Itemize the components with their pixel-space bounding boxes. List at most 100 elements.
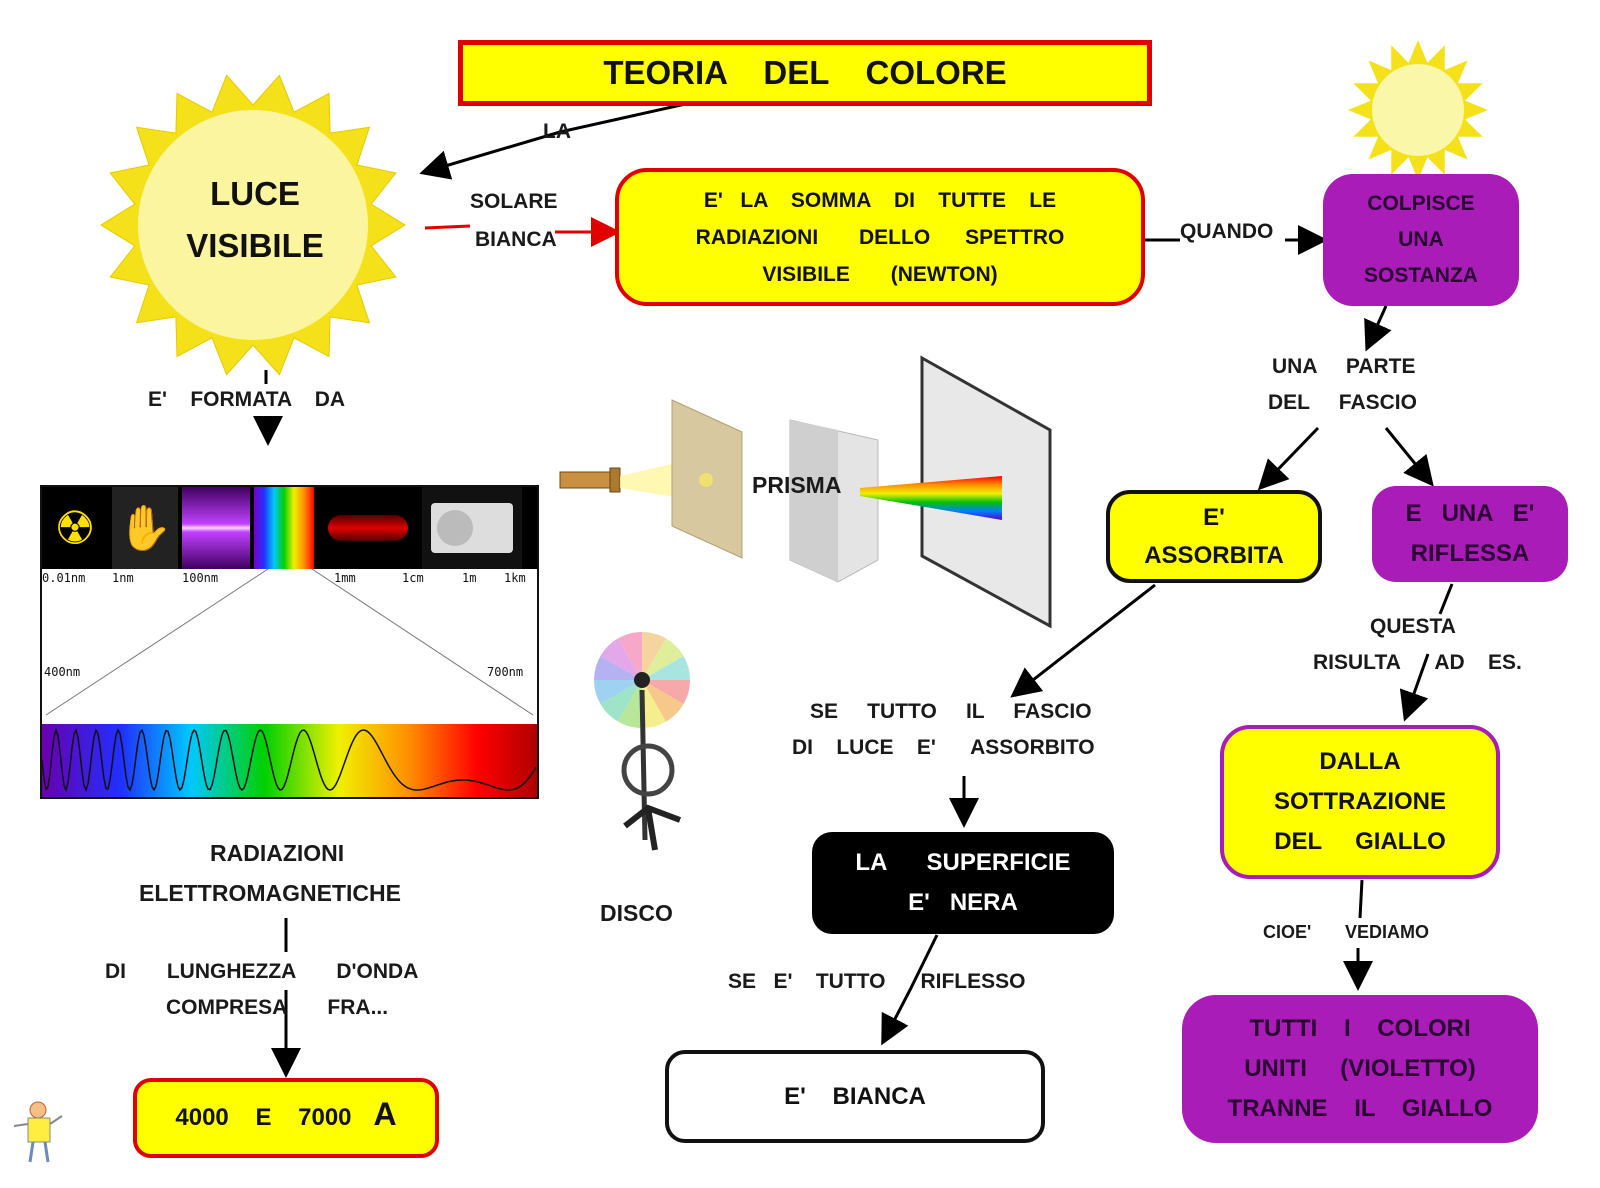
- label-la: LA: [543, 120, 571, 143]
- box-colpisce-line2: UNA: [1398, 228, 1444, 251]
- disc-sector: [618, 632, 642, 680]
- em-icons-row: ☢ ✋: [42, 487, 537, 569]
- small-sun-icon: [1348, 40, 1488, 180]
- disc-sector: [642, 680, 690, 704]
- zoom-lines: [45, 568, 534, 716]
- disc-sector: [642, 680, 666, 728]
- box-bianca: E' BIANCA: [665, 1050, 1045, 1143]
- disc-sector: [642, 680, 684, 722]
- label-questa: QUESTA: [1370, 615, 1456, 638]
- box-riflessa: E UNA E' RIFLESSA: [1372, 486, 1568, 582]
- disc-sector: [642, 632, 666, 680]
- em-tick-label: 1mm: [334, 571, 356, 585]
- radio-icon: [422, 487, 522, 569]
- box-sottrazione: DALLA SOTTRAZIONE DEL GIALLO: [1220, 725, 1500, 879]
- box-superficie: LA SUPERFICIE E' NERA: [812, 832, 1114, 934]
- arrow-to-bianca: [881, 934, 939, 1046]
- disc-sector: [600, 680, 642, 722]
- visible-spectrum-strip: [42, 724, 537, 797]
- em-tick-label: 100nm: [182, 571, 219, 585]
- xray-hand-icon: ✋: [112, 487, 178, 569]
- color-disc-icon: [594, 632, 690, 851]
- arrow-colpisce-down: [1364, 305, 1392, 352]
- em-tick-label: 1cm: [402, 571, 424, 585]
- mascot-icon: [13, 1101, 63, 1163]
- box-bianca-text: E' BIANCA: [784, 1082, 926, 1110]
- diagram-title-text: TEORIA DEL COLORE: [603, 54, 1007, 91]
- box-riflessa-line2: RIFLESSA: [1410, 540, 1530, 567]
- prism-icon: [789, 419, 879, 583]
- infrared-icon: [318, 487, 418, 569]
- label-vediamo: VEDIAMO: [1345, 922, 1430, 942]
- box-colpisce-line1: COLPISCE: [1367, 192, 1475, 215]
- disc-sector: [642, 656, 690, 680]
- box-assorbita-line2: ASSORBITA: [1144, 541, 1284, 569]
- label-una-parte: UNA PARTE: [1272, 355, 1416, 378]
- box-assorbita: E' ASSORBITA: [1106, 490, 1322, 583]
- label-bianca: BIANCA: [475, 228, 557, 251]
- label-disco: DISCO: [600, 900, 673, 926]
- em-tick-label: 1nm: [112, 571, 134, 585]
- label-lunghezza-2: COMPRESA FRA...: [166, 996, 389, 1019]
- sun-label-line1: LUCE: [210, 175, 300, 212]
- disc-sector: [618, 680, 642, 728]
- box-tutti-line2: UNITI (VIOLETTO): [1244, 1055, 1476, 1082]
- disc-sector: [594, 656, 642, 680]
- box-colpisce-line3: SOSTANZA: [1364, 264, 1478, 287]
- label-solare: SOLARE: [470, 190, 558, 213]
- label-400nm: 400nm: [44, 665, 81, 679]
- disc-sector: [600, 638, 642, 680]
- label-risulta: RISULTA AD ES.: [1313, 651, 1522, 674]
- visible-band-icon: [254, 487, 314, 569]
- label-prisma: PRISMA: [752, 472, 842, 498]
- label-radiazioni-1: RADIAZIONI: [210, 840, 345, 866]
- label-del-fascio: DEL FASCIO: [1268, 391, 1417, 414]
- slit-card-icon: [671, 399, 743, 559]
- label-se-tutto-2: DI LUCE E' ASSORBITO: [792, 736, 1095, 759]
- box-tutti: TUTTI I COLORI UNITI (VIOLETTO) TRANNE I…: [1182, 995, 1538, 1143]
- box-range: 4000 E 7000 A: [133, 1078, 439, 1158]
- sun-icon: [100, 74, 406, 376]
- em-spectrum-panel: ☢ ✋ 0.01nm 1nm 100nm 1mm 1cm 1m 1km 400nm 700n…: [40, 485, 539, 799]
- disc-sector: [594, 680, 642, 704]
- arrow-to-sottrazione: [1406, 583, 1454, 716]
- em-tick-label: 1m: [462, 571, 477, 585]
- arrow-to-se-tutto: [1010, 583, 1156, 698]
- em-tick-label: 0.01nm: [42, 571, 86, 585]
- box-sottrazione-line3: DEL GIALLO: [1274, 828, 1446, 855]
- arrow-la: [419, 101, 691, 180]
- arrow-to-riflessa: [1384, 427, 1434, 487]
- diagram-title: TEORIA DEL COLORE: [458, 40, 1152, 106]
- flashlight-icon: [559, 462, 680, 498]
- box-somma-line3: VISIBILE (NEWTON): [762, 262, 998, 286]
- arrow-to-tutti: [1358, 879, 1362, 985]
- box-assorbita-line1: E': [1203, 503, 1225, 531]
- label-cioe: CIOE': [1263, 922, 1312, 942]
- arrow-to-assorbita: [1257, 426, 1320, 491]
- disc-sector: [642, 638, 684, 680]
- box-superficie-line2: E' NERA: [908, 889, 1018, 916]
- sun-label-line2: VISIBILE: [186, 227, 324, 264]
- label-700nm: 700nm: [487, 665, 524, 679]
- em-tick-label: 1km: [504, 571, 526, 585]
- label-lunghezza-1: DI LUNGHEZZA D'ONDA: [105, 960, 419, 983]
- label-se-riflesso: SE E' TUTTO RIFLESSO: [728, 970, 1026, 993]
- box-sottrazione-line2: SOTTRAZIONE: [1274, 788, 1446, 815]
- arrow-solare-bianca: [424, 226, 615, 232]
- box-tutti-line3: TRANNE IL GIALLO: [1227, 1095, 1493, 1122]
- box-tutti-line1: TUTTI I COLORI: [1249, 1015, 1471, 1042]
- uv-light-icon: [182, 487, 250, 569]
- box-somma: E' LA SOMMA DI TUTTE LE RADIAZIONI DELLO…: [615, 168, 1145, 306]
- sun-label: LUCE VISIBILE: [155, 160, 355, 280]
- box-somma-line2: RADIAZIONI DELLO SPETTRO: [695, 225, 1065, 249]
- label-se-tutto-1: SE TUTTO IL FASCIO: [810, 700, 1092, 723]
- box-riflessa-line1: E UNA E': [1405, 500, 1535, 527]
- radiation-icon: ☢: [42, 487, 108, 569]
- box-range-text: 4000 E 7000: [175, 1104, 352, 1131]
- box-somma-line1: E' LA SOMMA DI TUTTE LE: [703, 188, 1057, 212]
- box-sottrazione-line1: DALLA: [1319, 748, 1401, 775]
- box-colpisce: COLPISCE UNA SOSTANZA: [1323, 174, 1519, 306]
- box-superficie-line1: LA SUPERFICIE: [855, 849, 1071, 876]
- label-radiazioni-2: ELETTROMAGNETICHE: [139, 880, 401, 906]
